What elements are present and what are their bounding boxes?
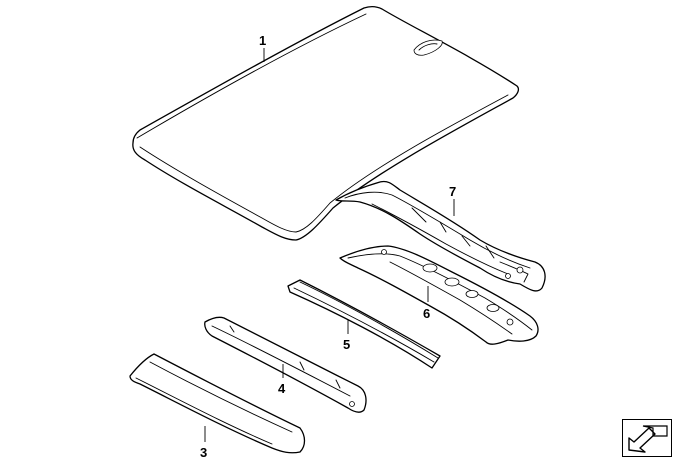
navigation-arrow-box[interactable] [622,419,672,457]
front-roof-frame[interactable] [339,245,539,345]
callout-1: 1 [259,33,266,48]
leader-lines [204,48,455,442]
roof-panel[interactable] [132,5,520,241]
callout-3: 3 [200,445,207,460]
rear-roof-bow[interactable] [129,353,306,454]
callout-6: 6 [423,306,430,321]
windshield-frame[interactable] [335,180,546,292]
callout-labels: 1 7 6 5 4 3 [200,33,456,460]
roof-bow-4[interactable] [204,316,367,413]
callout-7: 7 [449,184,456,199]
callout-4: 4 [278,381,286,396]
roof-bow-5[interactable] [287,279,441,369]
arrow-down-left-icon [628,425,668,453]
callout-5: 5 [343,337,350,352]
